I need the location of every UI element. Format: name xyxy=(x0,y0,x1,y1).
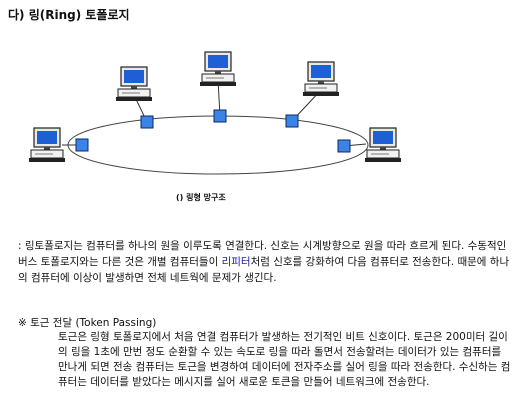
token-passing-body: 토근은 링형 토폴로지에서 처음 연결 컴퓨터가 발생하는 전기적인 비트 신호… xyxy=(58,331,511,388)
ring-topology-diagram xyxy=(28,51,402,175)
section-heading: 다) 링(Ring) 토폴로지 xyxy=(8,8,130,22)
token-passing-title: ※ 토근 전달 (Token Passing) xyxy=(18,317,157,329)
computer-icon xyxy=(28,127,66,163)
computer-icon xyxy=(364,127,402,163)
computer-icon xyxy=(302,61,340,97)
description-text-cont: 처럼 신호를 강화하여 다음 컴퓨터로 전송한다. 때문에 하나의 컴퓨터에 이… xyxy=(18,256,510,284)
ring-node xyxy=(337,139,351,153)
description-text: : 링토폴로지는 컴퓨터를 하나의 원을 이루도록 연결한다. 신호는 시계방향… xyxy=(18,240,507,268)
ring-node xyxy=(213,109,227,123)
ring-cable xyxy=(67,115,369,175)
diagram-caption: () 링형 망구조 xyxy=(176,193,226,202)
ring-node xyxy=(285,114,299,128)
computer-icon xyxy=(199,51,237,87)
ring-description: : 링토폴로지는 컴퓨터를 하나의 원을 이루도록 연결한다. 신호는 시계방향… xyxy=(18,238,512,286)
computer-icon xyxy=(115,66,153,102)
repeater-link[interactable]: 리피터 xyxy=(221,256,251,268)
ring-node xyxy=(140,115,154,129)
ring-node xyxy=(75,138,89,152)
